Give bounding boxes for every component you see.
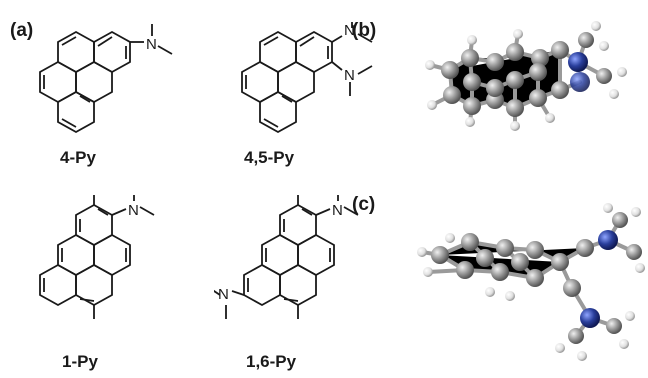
molecule-name: 1-Py [62,352,98,371]
nitrogen-label: N [218,286,229,303]
nitrogen-label: N [344,67,355,84]
structure-16-py: N N [214,195,359,319]
structure-45-py: N N [241,22,373,134]
molecule-name: 4-Py [60,148,96,167]
panel-label-b: (b) [352,20,377,41]
nitrogen-label: N [344,22,355,39]
nitrogen-label: N [146,36,157,53]
panel-label-a: (a) [10,20,34,41]
structure-4-py: N [39,24,173,134]
molecule-name: 1,6-Py [246,352,297,371]
molecule-name: 4,5-Py [244,148,295,167]
structure-1-py: N [39,195,155,319]
model-4-5-py-side-view [417,203,645,361]
nitrogen-label: N [128,202,139,219]
model-4-5-py-top-view [425,21,627,131]
nitrogen-label: N [332,202,343,219]
panel-label-c: (c) [352,194,376,215]
